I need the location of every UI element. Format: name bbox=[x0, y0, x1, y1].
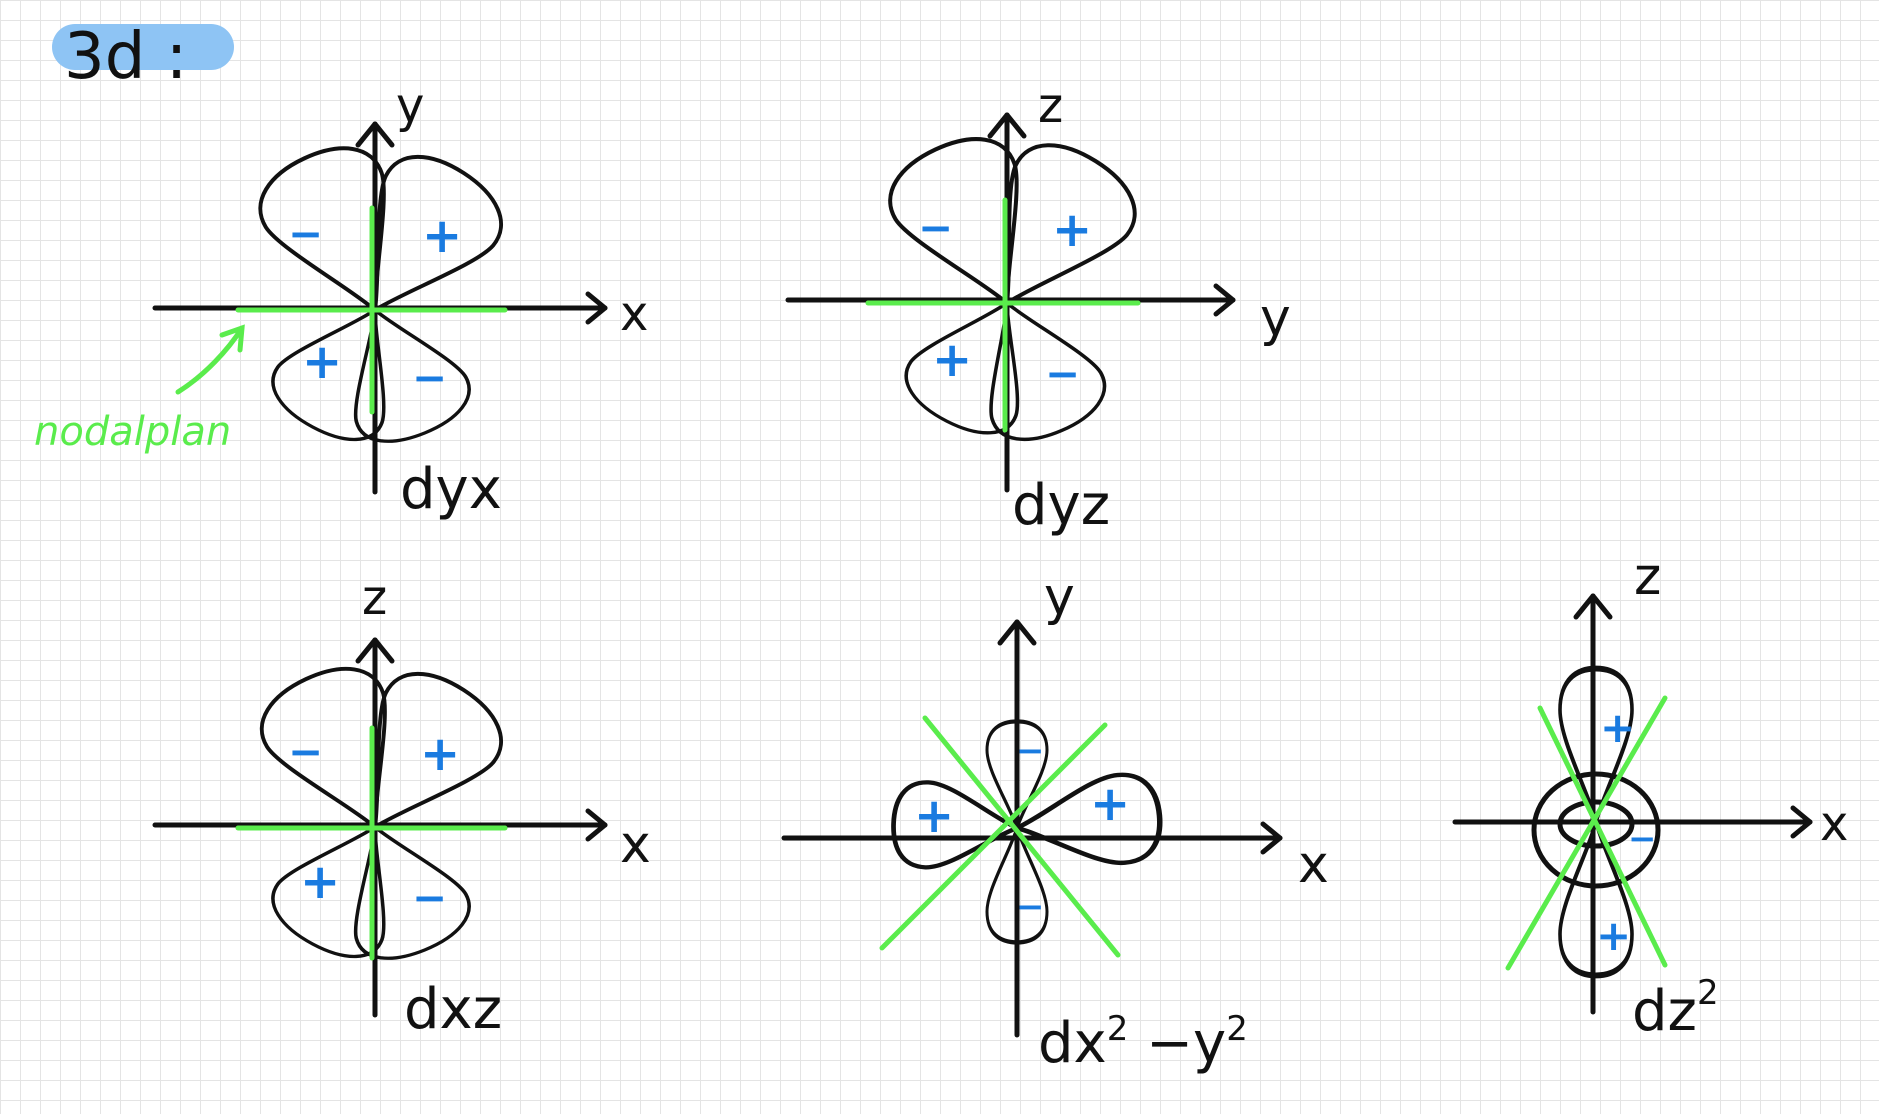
axis-label: x bbox=[1820, 796, 1848, 852]
axis-label: y bbox=[396, 78, 424, 134]
annotation-label: nodalplan bbox=[34, 409, 231, 455]
axis-label: z bbox=[1634, 547, 1661, 607]
axis-label: z bbox=[362, 570, 387, 626]
torus-outer bbox=[1531, 771, 1661, 889]
nodal-plane-diagonal bbox=[922, 715, 1121, 958]
axis-arrowhead bbox=[585, 291, 608, 325]
orbital-label-dx2-y2: dx2 −y2 bbox=[1038, 1009, 1248, 1076]
axis-label: y bbox=[1044, 567, 1075, 627]
nodal-cone-line bbox=[1537, 705, 1668, 968]
lobe-sign: − bbox=[288, 727, 323, 776]
lobe-sign: + bbox=[932, 332, 972, 388]
lobe-sign: − bbox=[1016, 731, 1045, 771]
lobe-sign: − bbox=[1628, 819, 1657, 859]
annotation-arrowhead bbox=[219, 324, 245, 353]
axis-arrowhead bbox=[997, 619, 1037, 646]
lobe-sign: + bbox=[1090, 776, 1130, 832]
axis-arrowhead bbox=[987, 112, 1027, 139]
lobe-sign: − bbox=[412, 353, 447, 402]
orbital-dyz: y z − + + − dyz bbox=[785, 78, 1291, 538]
orbital-dxz: x z − + + − dxz bbox=[152, 570, 651, 1042]
lobe-sign: − bbox=[1016, 887, 1045, 927]
axis-label: y bbox=[1260, 288, 1291, 348]
axis-arrowhead bbox=[1213, 283, 1236, 317]
axis-arrowhead bbox=[1573, 593, 1613, 620]
title-highlight bbox=[52, 24, 234, 70]
annotation-arrow bbox=[175, 325, 245, 395]
axis-arrowhead bbox=[1260, 821, 1283, 855]
lobe bbox=[892, 781, 1018, 870]
orbital-dyx: x y − + + − dyx bbox=[152, 78, 648, 522]
lobe-sign: + bbox=[422, 208, 462, 264]
nodal-plane-diagonal bbox=[879, 722, 1108, 951]
lobe-sign: + bbox=[300, 854, 340, 910]
lobe-sign: − bbox=[412, 873, 447, 922]
lobe-sign: + bbox=[420, 726, 460, 782]
lobe bbox=[318, 286, 482, 457]
nodal-plane-annotation: nodalplan bbox=[34, 324, 245, 455]
title-group: 3d : bbox=[52, 20, 234, 94]
axis-arrowhead bbox=[585, 808, 608, 842]
axis-label: x bbox=[620, 286, 648, 342]
axis-label: x bbox=[620, 815, 651, 875]
nodal-cone-line bbox=[1505, 695, 1668, 971]
orbital-label-dz2: dz2 bbox=[1632, 973, 1719, 1044]
orbital-dz2: x z + − + dz2 bbox=[1452, 547, 1848, 1044]
lobe-sign: + bbox=[1052, 202, 1092, 258]
axis-arrowhead bbox=[355, 121, 395, 148]
axis-arrowhead bbox=[1790, 805, 1813, 839]
lobe-sign: − bbox=[918, 203, 953, 252]
lobe-sign: + bbox=[302, 334, 342, 390]
orbital-label-dyx: dyx bbox=[400, 457, 502, 522]
orbital-label-dyz: dyz bbox=[1012, 473, 1110, 538]
lobe-sign: − bbox=[1045, 349, 1080, 398]
axis-label: z bbox=[1038, 78, 1063, 134]
axis-arrowhead bbox=[355, 637, 395, 664]
lobe-sign: − bbox=[288, 209, 323, 258]
title-text: 3d : bbox=[64, 20, 187, 94]
lobe-sign: + bbox=[1596, 911, 1631, 960]
axis-label: x bbox=[1298, 835, 1329, 895]
lobe bbox=[950, 278, 1118, 456]
orbital-dx2-y2: x y − + + − dx2 −y2 bbox=[781, 567, 1329, 1076]
orbital-label-dxz: dxz bbox=[404, 977, 502, 1042]
lobe-sign: + bbox=[914, 788, 954, 844]
lobe bbox=[319, 136, 520, 347]
lobe-sign: + bbox=[1600, 703, 1635, 752]
